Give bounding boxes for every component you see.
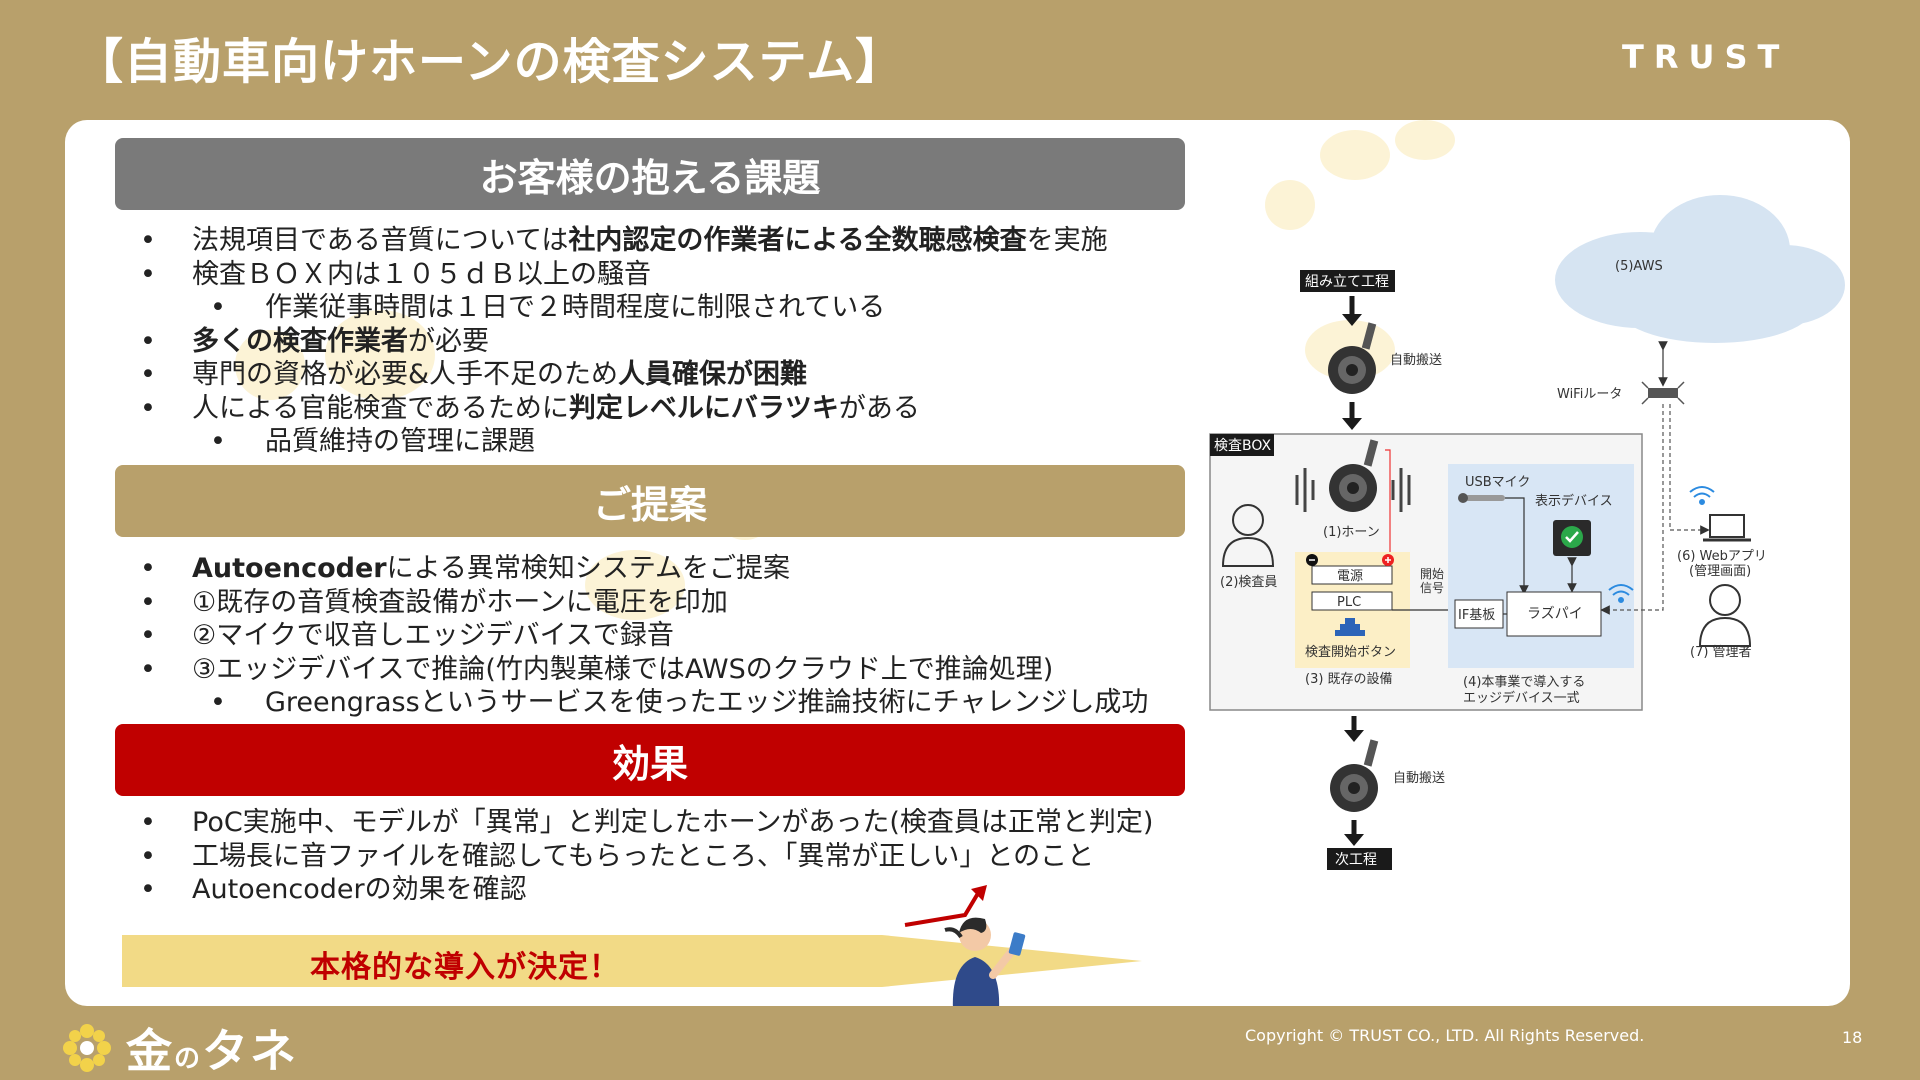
list-item: 専門の資格が必要&人手不足のため人員確保が困難 [140,358,1108,392]
effect-list: PoC実施中、モデルが「異常」と判定したホーンがあった(検査員は正常と判定) 工… [140,806,1153,907]
start-signal-label: 開始 [1420,567,1444,581]
start-button-label: 検査開始ボタン [1305,645,1396,660]
logo-text: タネ [202,1024,299,1078]
content-card: お客様の抱える課題 法規項目である音質については社内認定の作業者による全数聴感検… [65,120,1850,1006]
horn-icon [1329,439,1379,512]
existing-equipment-label: (3) 既存の設備 [1305,671,1393,687]
effect-heading: 効果 [115,724,1185,796]
aws-label: (5)AWS [1615,259,1663,274]
issues-heading: お客様の抱える課題 [115,138,1185,210]
issues-list: 法規項目である音質については社内認定の作業者による全数聴感検査を実施 検査ＢＯＸ… [140,224,1108,459]
check-display-icon [1553,520,1591,556]
copyright: Copyright © TRUST CO., LTD. All Rights R… [1245,1026,1645,1045]
inspector-label: (2)検査員 [1220,575,1277,590]
decor-blob [1265,180,1315,230]
list-item: ②マイクで収音しエッジデバイスで録音 [140,619,1148,653]
list-item: Autoencoderの効果を確認 [140,873,1153,907]
start-signal-label: 信号 [1420,581,1444,595]
proposal-heading: ご提案 [115,465,1185,537]
list-item: 法規項目である音質については社内認定の作業者による全数聴感検査を実施 [140,224,1108,258]
edge-device-label: エッジデバイス一式 [1463,690,1580,706]
list-item: ①既存の音質検査設備がホーンに電圧を印加 [140,586,1148,620]
woman-with-phone-illustration [904,885,1026,1006]
auto-transport-label: 自動搬送 [1390,353,1442,368]
decor-blob [1320,130,1390,180]
start-button-icon [1335,618,1365,636]
wifi-icon [1689,486,1715,505]
page-title: 【自動車向けホーンの検査システム】 [75,34,905,90]
system-diagram: (5)AWS 組み立て工程 自動搬送 WiFiルータ 検査BOX [1209,195,1845,870]
list-item: Autoencoderによる異常検知システムをご提案 [140,552,1148,586]
brand-logo: TRUST [1622,38,1790,76]
list-subitem: Greengrassというサービスを使ったエッジ推論技術にチャレンジし成功 [140,686,1148,720]
usb-mic-label: USBマイク [1465,475,1530,490]
wifi-icon [1608,584,1634,603]
person-icon [1221,504,1275,567]
power-label: 電源 [1337,569,1363,584]
horn-label: (1)ホーン [1323,525,1380,540]
if-board-label: IF基板 [1458,608,1495,623]
raspberry-pi-label: ラズパイ [1527,606,1583,622]
list-subitem: 作業従事時間は１日で２時間程度に制限されている [140,291,1108,325]
decision-banner [122,935,1142,987]
web-app-label: (管理画面) [1689,564,1751,579]
flower-icon [63,1024,111,1072]
admin-label: (7) 管理者 [1690,645,1752,660]
person-icon [1698,584,1752,647]
proposal-list: Autoencoderによる異常検知システムをご提案 ①既存の音質検査設備がホー… [140,552,1148,720]
router-icon [1641,381,1685,405]
auto-transport-label: 自動搬送 [1393,771,1445,786]
edge-device-label: (4)本事業で導入する [1463,674,1585,690]
decision-banner-text: 本格的な導入が決定！ [310,950,620,985]
wifi-router-label: WiFiルータ [1557,387,1622,402]
decor-blob [1395,120,1455,160]
company-logo: 金のタネ [60,1015,298,1080]
web-app-label: (6) Webアプリ [1677,549,1767,564]
display-device-label: 表示デバイス [1535,493,1613,509]
list-item: 工場長に音ファイルを確認してもらったところ、「異常が正しい」とのこと [140,840,1153,874]
list-item: 人による官能検査であるために判定レベルにバラツキがある [140,392,1108,426]
horn-icon [1330,739,1379,812]
logo-text: の [174,1044,203,1074]
list-subitem: 品質維持の管理に課題 [140,425,1108,459]
list-item: PoC実施中、モデルが「異常」と判定したホーンがあった(検査員は正常と判定) [140,806,1153,840]
laptop-icon [1703,514,1751,542]
list-item: ③エッジデバイスで推論(竹内製菓様ではAWSのクラウド上で推論処理) [140,653,1148,687]
plc-label: PLC [1337,595,1361,610]
sound-wave-icon [1295,468,1411,512]
page-number: 18 [1842,1028,1863,1047]
list-item: 多くの検査作業者が必要 [140,325,1108,359]
inspection-box-label: 検査BOX [1214,438,1271,454]
cloud-icon [1555,195,1845,343]
microphone-icon [1458,493,1505,503]
logo-text: 金 [126,1024,174,1078]
next-process-label: 次工程 [1335,852,1377,868]
assembly-label: 組み立て工程 [1305,274,1389,290]
list-item: 検査ＢＯＸ内は１０５ｄＢ以上の騒音 [140,258,1108,292]
horn-icon [1328,322,1377,394]
